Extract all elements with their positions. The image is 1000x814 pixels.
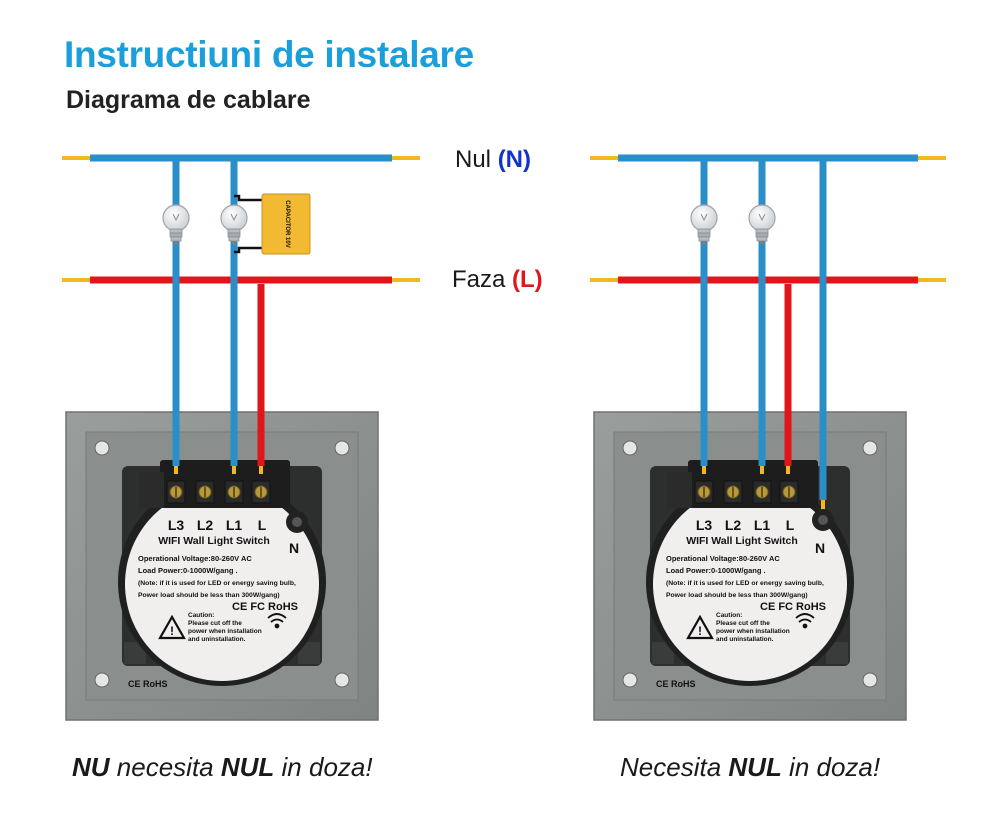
terminal-label-l3: L3: [168, 517, 185, 533]
warning-exclamation: !: [698, 624, 702, 638]
bulb-icon: [748, 204, 776, 246]
terminal-label-l1: L1: [226, 517, 243, 533]
phase-rail-label: Faza (L): [452, 266, 543, 294]
caution-line-3: and uninstallation.: [188, 636, 246, 643]
spec-note-1: (Note: if it is used for LED or energy s…: [138, 580, 296, 587]
caption-left-bold: NUL: [220, 752, 275, 782]
terminal-screw: [723, 480, 743, 504]
switch-name: WIFI Wall Light Switch: [686, 535, 798, 547]
terminal-label-n: N: [815, 540, 825, 556]
caption-left-prefix: NU: [72, 752, 110, 782]
caption-left-middle: necesita: [109, 752, 221, 782]
capacitor: [261, 193, 311, 255]
switch-name: WIFI Wall Light Switch: [158, 535, 270, 547]
page-subtitle: Diagrama de cablare: [66, 86, 311, 114]
caption-left-suffix: in doza!: [274, 752, 373, 782]
neutral-rail-name: Nul: [455, 146, 492, 173]
warning-icon: [686, 614, 714, 640]
terminal-label-l: L: [258, 517, 267, 533]
terminal-label-l2: L2: [197, 517, 214, 533]
spec-note-2: Power load should be less than 300W/gang…: [138, 592, 280, 599]
caption-right-prefix: Necesita: [620, 752, 729, 782]
capacitor-label: CAPACITOR 10V: [284, 200, 290, 247]
caution-line-2: power when installation: [188, 628, 262, 635]
caption-left: NU necesita NUL in doza!: [72, 752, 373, 783]
plate-mark: CE RoHS: [128, 679, 168, 689]
cert-marks: CE FC RoHS: [760, 601, 826, 613]
caution-title: Caution:: [188, 612, 214, 619]
bulb-icon: [220, 204, 248, 246]
terminal-screw: [779, 480, 799, 504]
terminal-screw: [694, 480, 714, 504]
terminal-screw: [224, 480, 244, 504]
terminal-label-l3: L3: [696, 517, 713, 533]
caption-right: Necesita NUL in doza!: [620, 752, 880, 783]
terminal-label-n: N: [289, 540, 299, 556]
terminal-label-l: L: [786, 517, 795, 533]
terminal-screw: [195, 480, 215, 504]
phase-rail-symbol: (L): [512, 266, 543, 293]
caption-right-suffix: in doza!: [781, 752, 881, 782]
cert-marks: CE FC RoHS: [232, 601, 298, 613]
terminal-screw: [166, 480, 186, 504]
caution-title: Caution:: [716, 612, 742, 619]
spec-voltage: Operational Voltage:80-260V AC: [138, 554, 252, 563]
spec-power: Load Power:0-1000W/gang .: [138, 566, 238, 575]
warning-exclamation: !: [170, 624, 174, 638]
bulb-icon: [690, 204, 718, 246]
spec-voltage: Operational Voltage:80-260V AC: [666, 554, 780, 563]
neutral-rail-symbol: (N): [497, 146, 532, 173]
left-diagram: CAPACITOR 10V L3 L2 L1 L N WIFI Wall Lig…: [62, 154, 420, 721]
spec-note-1: (Note: if it is used for LED or energy s…: [666, 580, 824, 587]
bulb-icon: [162, 204, 190, 246]
neutral-rail-label: Nul (N): [455, 146, 531, 174]
page-title: Instructiuni de instalare: [64, 34, 474, 75]
caution-line-1: Please cut off the: [188, 620, 242, 627]
terminal-label-l1: L1: [754, 517, 771, 533]
plate-mark: CE RoHS: [656, 679, 696, 689]
caption-right-bold: NUL: [728, 752, 782, 782]
caution-line-1: Please cut off the: [716, 620, 770, 627]
spec-note-2: Power load should be less than 300W/gang…: [666, 592, 808, 599]
caution-line-2: power when installation: [716, 628, 790, 635]
phase-rail-name: Faza: [452, 266, 506, 293]
terminal-screw: [251, 480, 271, 504]
wifi-icon: [795, 613, 815, 629]
warning-icon: [158, 614, 186, 640]
caution-line-3: and uninstallation.: [716, 636, 774, 643]
terminal-label-l2: L2: [725, 517, 742, 533]
terminal-screw: [752, 480, 772, 504]
wifi-icon: [267, 613, 287, 629]
right-diagram: L3 L2 L1 L N WIFI Wall Light Switch Oper…: [590, 154, 946, 721]
spec-power: Load Power:0-1000W/gang .: [666, 566, 766, 575]
